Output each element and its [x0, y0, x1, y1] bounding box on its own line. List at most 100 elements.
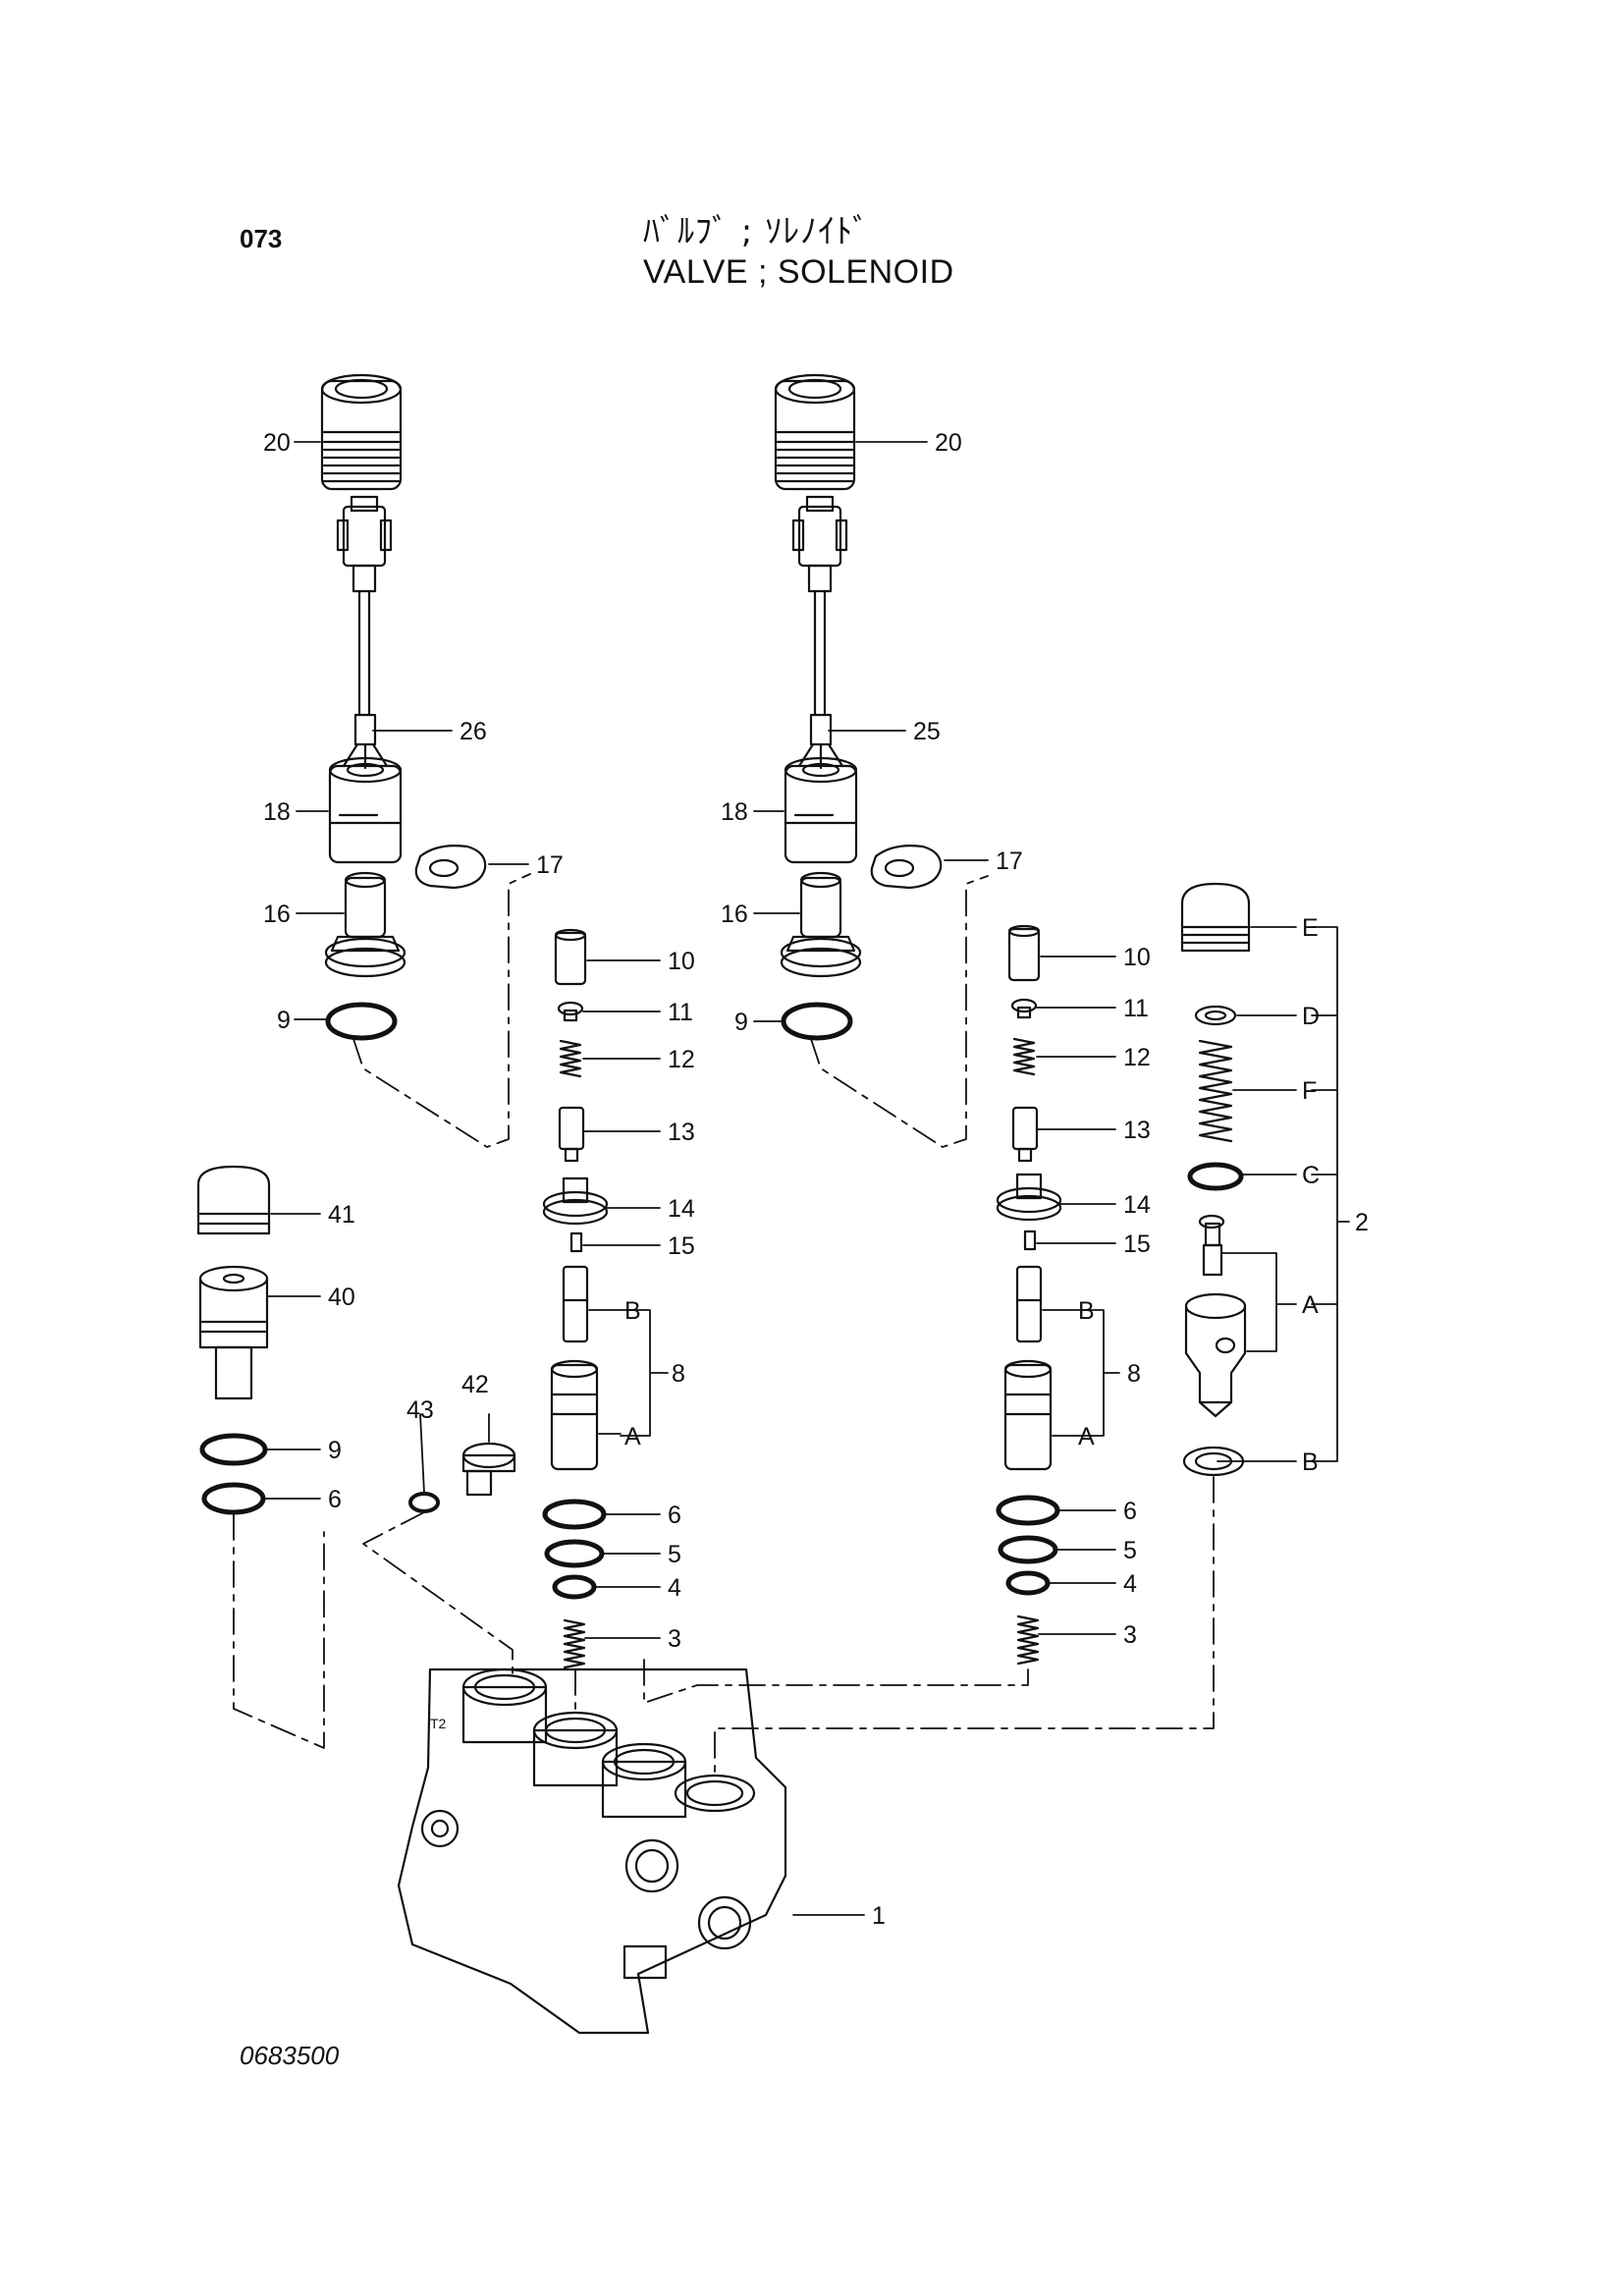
callout-6-right: 6 — [1123, 1498, 1137, 1525]
o-ring-4-left — [552, 1574, 597, 1600]
pin-15-left — [569, 1231, 583, 1253]
solenoid-cap-right — [774, 373, 856, 491]
o-ring-6-extra — [201, 1482, 266, 1515]
o-ring-6-right — [996, 1495, 1060, 1526]
callout-11-right: 11 — [1123, 995, 1149, 1022]
spool-13-right — [1011, 1106, 1039, 1163]
callout-f: F — [1302, 1077, 1317, 1105]
callout-2: 2 — [1355, 1209, 1369, 1236]
callout-8-right: 8 — [1127, 1360, 1141, 1388]
callout-25: 25 — [913, 718, 941, 745]
poppet-a — [1198, 1214, 1225, 1277]
callout-8-left: 8 — [672, 1360, 685, 1388]
spool-8-left — [550, 1265, 599, 1471]
washer-d — [1194, 1005, 1237, 1026]
callout-5-right: 5 — [1123, 1537, 1137, 1564]
spring-12-right — [1012, 1037, 1036, 1076]
title-english: VALVE ; SOLENOID — [643, 253, 954, 291]
callout-6-extra: 6 — [328, 1486, 342, 1513]
o-ring-4-right — [1005, 1570, 1051, 1596]
spring-12-left — [559, 1039, 582, 1078]
seat-14-right — [996, 1173, 1062, 1222]
callout-4-left: 4 — [668, 1574, 681, 1602]
page-number: 073 — [240, 224, 283, 253]
callout-15-right: 15 — [1123, 1230, 1151, 1258]
callout-a-right: A — [1078, 1423, 1095, 1450]
spool-8-right — [1003, 1265, 1053, 1471]
callout-a-left: A — [624, 1423, 641, 1450]
seat-14-left — [542, 1176, 609, 1226]
callout-43: 43 — [406, 1396, 434, 1424]
callout-18-left: 18 — [263, 798, 291, 826]
callout-16-right: 16 — [721, 901, 748, 928]
callout-17-right: 17 — [996, 847, 1023, 875]
o-ring-9-right — [781, 1002, 853, 1041]
cartridge-a — [1184, 1292, 1247, 1418]
callout-12-right: 12 — [1123, 1044, 1151, 1071]
callout-14-left: 14 — [668, 1195, 695, 1223]
callout-11-left: 11 — [668, 999, 693, 1026]
spool-13-left — [558, 1106, 585, 1163]
callout-9-left: 9 — [277, 1007, 291, 1034]
o-ring-5-right — [998, 1535, 1058, 1564]
washer-11-left — [557, 1001, 584, 1022]
o-ring-9-left — [325, 1002, 398, 1041]
callout-1: 1 — [872, 1902, 886, 1930]
callout-9-extra: 9 — [328, 1437, 342, 1464]
washer-11-right — [1010, 998, 1038, 1019]
o-ring-9-extra — [199, 1433, 268, 1466]
callout-labels: 20 26 18 17 16 9 10 11 12 13 14 15 B 8 A… — [263, 429, 1369, 1930]
plug-42 — [461, 1442, 516, 1497]
callout-c: C — [1302, 1162, 1320, 1189]
cap-41 — [196, 1165, 271, 1235]
callout-9-right: 9 — [734, 1009, 748, 1036]
o-ring-c — [1187, 1162, 1244, 1191]
ring-43 — [408, 1492, 440, 1513]
body-40 — [198, 1265, 269, 1400]
callout-40: 40 — [328, 1284, 355, 1311]
callout-20-left: 20 — [263, 429, 291, 457]
callout-10-right: 10 — [1123, 944, 1151, 971]
callout-14-right: 14 — [1123, 1191, 1151, 1219]
callout-41: 41 — [328, 1201, 355, 1229]
callout-13-left: 13 — [668, 1119, 695, 1146]
callout-12-left: 12 — [668, 1046, 695, 1073]
coil-left — [328, 756, 403, 864]
callout-4-right: 4 — [1123, 1570, 1137, 1598]
callout-10-left: 10 — [668, 948, 695, 975]
callout-3-left: 3 — [668, 1625, 681, 1653]
callout-b-relief: B — [1302, 1449, 1319, 1476]
callout-17-left: 17 — [536, 851, 564, 879]
solenoid-cap-left — [320, 373, 403, 491]
drawing-number: 0683500 — [240, 2041, 340, 2070]
svg-text:T2: T2 — [430, 1716, 447, 1731]
pin-15-right — [1023, 1230, 1037, 1251]
callout-6-left: 6 — [668, 1502, 681, 1529]
spring-3-right — [1016, 1614, 1040, 1666]
plate-left — [414, 845, 487, 890]
callout-42: 42 — [461, 1371, 489, 1398]
spring-f — [1198, 1039, 1233, 1143]
leader-lines — [264, 441, 1350, 1916]
callout-e: E — [1302, 914, 1319, 942]
callout-d: D — [1302, 1003, 1320, 1030]
core-left — [324, 871, 406, 978]
callout-b-left: B — [624, 1297, 641, 1325]
connector-right — [791, 495, 848, 593]
plate-right — [870, 845, 943, 890]
callout-5-left: 5 — [668, 1541, 681, 1568]
wire-harness-left — [342, 589, 389, 770]
coil-right — [784, 756, 858, 864]
callout-16-left: 16 — [263, 901, 291, 928]
callout-13-right: 13 — [1123, 1117, 1151, 1144]
callout-18-right: 18 — [721, 798, 748, 826]
callout-26: 26 — [460, 718, 487, 745]
core-right — [780, 871, 862, 978]
callout-a-relief: A — [1302, 1291, 1319, 1319]
callout-3-right: 3 — [1123, 1621, 1137, 1649]
valve-body: T2 — [397, 1667, 787, 2035]
connector-left — [336, 495, 393, 593]
callout-20-right: 20 — [935, 429, 962, 457]
sleeve-10-right — [1007, 924, 1041, 982]
